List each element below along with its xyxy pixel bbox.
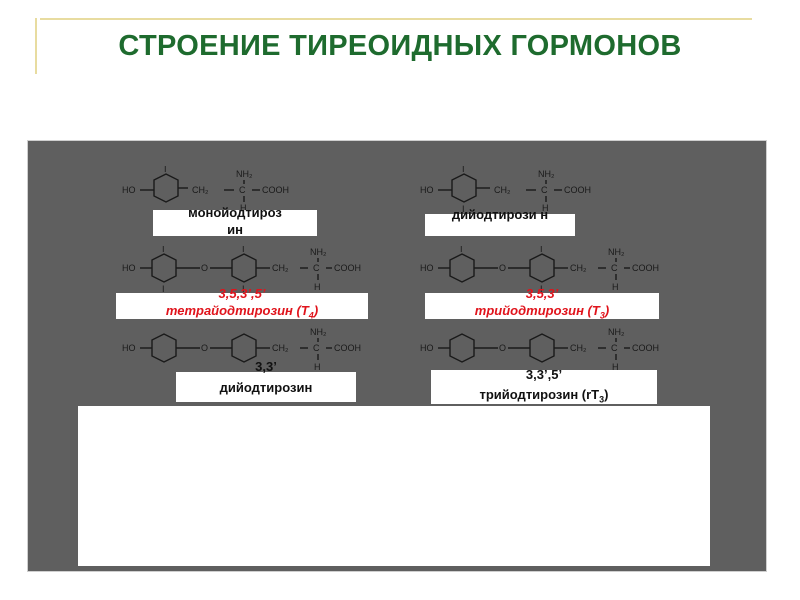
label-diiodotyrosine: дийодтирози н bbox=[425, 207, 575, 236]
formula-cooh-text: COOH bbox=[262, 185, 289, 195]
formula-reverse-t3: HO O CH₂ NH₂ C COOH H bbox=[418, 328, 678, 374]
formula-h-text: H bbox=[612, 282, 619, 292]
formula-ch2-text: CH₂ bbox=[272, 343, 289, 353]
label-t4: 3,5,3’,5’ тетрайодтирозин (Т4) bbox=[116, 286, 368, 321]
formula-oxygen-text: O bbox=[499, 263, 506, 273]
formula-oxygen-text: O bbox=[201, 263, 208, 273]
formula-triiodothyronine: HO I O I I CH₂ NH₂ C COOH H bbox=[418, 246, 678, 296]
label-diiodothyronine: 3,3’ дийодтирозин bbox=[176, 359, 356, 402]
label-t3: 3,5,3’ трийодтирозин (Т3) bbox=[425, 286, 659, 321]
formula-iodine-text: I bbox=[540, 284, 543, 294]
label-diiodotyrosine-text: дийодтирози н bbox=[451, 207, 549, 222]
label-t4-name: тетрайодтирозин (Т4) bbox=[165, 303, 319, 321]
formula-iodine-text: I bbox=[242, 246, 245, 254]
formula-monoiodotyrosine: HO I CH₂ NH₂ C COOH H bbox=[120, 166, 340, 214]
formula-ho-text: HO bbox=[420, 263, 434, 273]
formula-ch2-text: CH₂ bbox=[570, 343, 587, 353]
label-t3-name: трийодтирозин (Т3) bbox=[474, 303, 610, 321]
formula-h-text: H bbox=[314, 362, 321, 372]
left-rule bbox=[35, 18, 37, 74]
formula-nh2-text: NH₂ bbox=[236, 169, 253, 179]
formula-oxygen-text: O bbox=[201, 343, 208, 353]
label-monoiodotyrosine-text: монойодтироз ин bbox=[188, 205, 282, 237]
formula-h-text: H bbox=[612, 362, 619, 372]
formula-cooh-text: COOH bbox=[334, 263, 361, 273]
formula-nh2-text: NH₂ bbox=[608, 328, 625, 337]
formula-h-text: H bbox=[542, 203, 549, 213]
formula-oxygen-text: O bbox=[499, 343, 506, 353]
label-reverse-t3-numbers: 3,3’,5’ bbox=[525, 367, 563, 382]
formula-cooh-text: COOH bbox=[632, 343, 659, 353]
slide-title: СТРОЕНИЕ ТИРЕОИДНЫХ ГОРМОНОВ bbox=[118, 30, 682, 62]
label-t3-numbers: 3,5,3’ bbox=[525, 286, 559, 301]
formula-diiodothyronine: HO O CH₂ NH₂ C COOH H bbox=[120, 328, 380, 374]
formula-cooh-text: COOH bbox=[632, 263, 659, 273]
label-monoiodotyrosine: монойодтироз ин bbox=[153, 205, 317, 237]
formula-ho-text: HO bbox=[420, 185, 434, 195]
formula-cooh-text: COOH bbox=[334, 343, 361, 353]
formula-iodine-text: I bbox=[540, 246, 543, 254]
formula-ho-text: HO bbox=[122, 263, 136, 273]
formula-c-text: C bbox=[611, 343, 618, 353]
formula-iodine-text: I bbox=[462, 166, 465, 174]
label-diiodothyronine-numbers: 3,3’ bbox=[255, 359, 277, 374]
formula-c-text: C bbox=[313, 263, 320, 273]
formula-ch2-text: CH₂ bbox=[272, 263, 289, 273]
formula-nh2-text: NH₂ bbox=[608, 247, 625, 257]
formula-thyroxine: HO I I O I I CH₂ NH₂ C COOH H bbox=[120, 246, 380, 296]
formula-ch2-text: CH₂ bbox=[494, 185, 511, 195]
formula-ch2-text: CH₂ bbox=[570, 263, 587, 273]
formula-h-text: H bbox=[314, 282, 321, 292]
formula-c-text: C bbox=[239, 185, 246, 195]
formula-c-text: C bbox=[611, 263, 618, 273]
formula-c-text: C bbox=[313, 343, 320, 353]
formula-ho-text: HO bbox=[122, 185, 136, 195]
formula-ho-text: HO bbox=[420, 343, 434, 353]
formula-ch2-text: CH₂ bbox=[192, 185, 209, 195]
top-rule bbox=[40, 18, 752, 20]
formula-iodine-text: I bbox=[462, 204, 465, 214]
formula-c-text: C bbox=[541, 185, 548, 195]
formula-iodine-text: I bbox=[162, 246, 165, 254]
formula-h-text: H bbox=[240, 203, 247, 213]
formula-iodine-text: I bbox=[460, 246, 463, 254]
label-reverse-t3-name: трийодтирозин (rТ3) bbox=[479, 387, 609, 405]
formula-ho-text: HO bbox=[122, 343, 136, 353]
formula-nh2-text: NH₂ bbox=[538, 169, 555, 179]
label-t4-numbers: 3,5,3’,5’ bbox=[218, 286, 266, 301]
formula-iodine-text: I bbox=[164, 166, 167, 174]
formula-cooh-text: COOH bbox=[564, 185, 591, 195]
label-reverse-t3: 3,3’,5’ трийодтирозин (rТ3) bbox=[431, 367, 657, 405]
formula-nh2-text: NH₂ bbox=[310, 247, 327, 257]
blank-cover-panel bbox=[78, 406, 710, 566]
formula-diiodotyrosine: HO I I CH₂ NH₂ C COOH H bbox=[418, 166, 638, 214]
formula-iodine-text: I bbox=[162, 284, 165, 294]
formula-iodine-text: I bbox=[242, 284, 245, 294]
label-diiodothyronine-name: дийодтирозин bbox=[219, 380, 313, 395]
formula-nh2-text: NH₂ bbox=[310, 328, 327, 337]
